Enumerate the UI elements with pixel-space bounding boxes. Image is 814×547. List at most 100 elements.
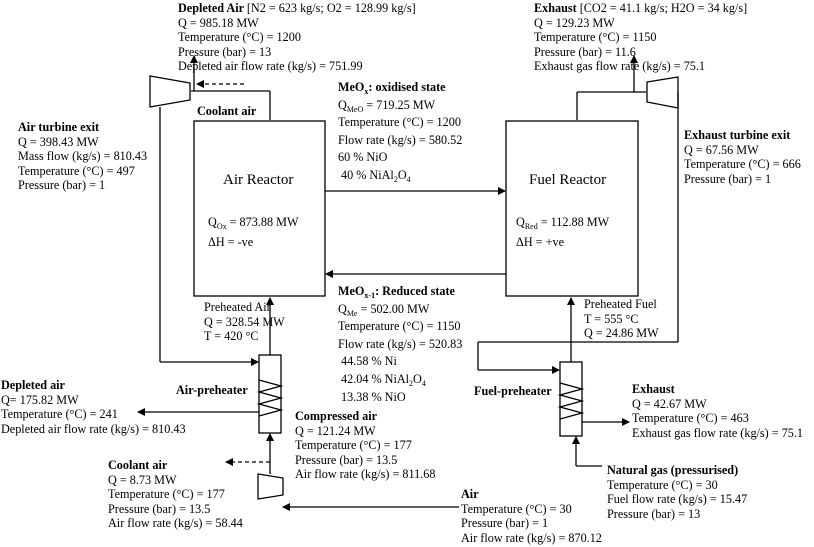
exhaust-top-heading: Exhaust bbox=[534, 1, 577, 15]
compressed-air-pressure: Pressure (bar) = 13.5 bbox=[295, 452, 398, 467]
reduced-heading-post: : Reduced state bbox=[375, 284, 455, 298]
reduced-flow: Flow rate (kg/s) = 520.83 bbox=[338, 336, 463, 351]
exhaust-bottom-heading: Exhaust bbox=[632, 382, 675, 396]
natural-gas-flow: Fuel flow rate (kg/s) = 15.47 bbox=[607, 492, 748, 507]
depleted-air-top-flow: Depleted air flow rate (kg/s) = 751.99 bbox=[178, 59, 363, 74]
reduced-heading-pre: MeO bbox=[338, 284, 365, 298]
depleted-air-bottom-flow: Depleted air flow rate (kg/s) = 810.43 bbox=[1, 421, 186, 436]
fuel-reactor-box bbox=[505, 120, 639, 297]
reduced-nial-mid: O bbox=[413, 371, 422, 386]
preheated-air-t: T = 420 °C bbox=[204, 329, 259, 344]
depleted-air-bottom-q: Q= 175.82 MW bbox=[1, 392, 79, 407]
oxidised-q-pre: Q bbox=[338, 97, 347, 112]
exhaust-turbine-exit-heading: Exhaust turbine exit bbox=[684, 128, 791, 142]
depleted-air-top-block: Depleted Air [N2 = 623 kg/s; O2 = 128.99… bbox=[178, 1, 416, 74]
exhaust-top-pressure: Pressure (bar) = 11.6 bbox=[534, 44, 636, 59]
oxidised-nial-sub1: 2 bbox=[393, 174, 398, 184]
oxidised-q-post: = 719.25 MW bbox=[363, 97, 436, 112]
reduced-nial-sub2: 4 bbox=[421, 378, 426, 388]
fuel-reactor-dh: ΔH = +ve bbox=[516, 235, 564, 249]
fuel-reactor-q-sub: Red bbox=[524, 222, 538, 231]
preheated-fuel-block: Preheated Fuel T = 555 °C Q = 24.86 MW bbox=[584, 297, 659, 341]
exhaust-bottom-flow: Exhaust gas flow rate (kg/s) = 75.1 bbox=[632, 425, 804, 440]
air-turbine-exit-temperature: Temperature (°C) = 497 bbox=[18, 163, 135, 178]
preheated-air-title: Preheated Air bbox=[204, 300, 271, 314]
reduced-q-sub: Me bbox=[346, 308, 358, 318]
oxidised-q-sub: MeO bbox=[346, 104, 364, 114]
coolant-air-bottom-q: Q = 8.73 MW bbox=[108, 472, 177, 487]
air-inlet-pressure: Pressure (bar) = 1 bbox=[461, 516, 549, 531]
oxidised-temperature: Temperature (°C) = 1200 bbox=[338, 115, 461, 130]
reduced-nio: 13.38 % NiO bbox=[341, 389, 406, 404]
air-turbine-exit-pressure: Pressure (bar) = 1 bbox=[18, 178, 106, 193]
preheated-fuel-q: Q = 24.86 MW bbox=[584, 326, 659, 341]
air-inlet-temperature: Temperature (°C) = 30 bbox=[461, 501, 572, 516]
air-reactor-q-post: = 873.88 MW bbox=[226, 215, 299, 229]
air-inlet-flow: Air flow rate (kg/s) = 870.12 bbox=[461, 530, 602, 545]
fuel-reactor-q-pre: Q bbox=[516, 215, 525, 229]
exhaust-top-block: Exhaust [CO2 = 41.1 kg/s; H2O = 34 kg/s]… bbox=[534, 1, 747, 74]
exhaust-turbine-exit-block: Exhaust turbine exit Q = 67.56 MW Temper… bbox=[684, 128, 801, 186]
oxidised-nial-pre: 40 % NiAl bbox=[341, 167, 394, 182]
preheated-fuel-title: Preheated Fuel bbox=[584, 297, 657, 311]
air-compressor bbox=[257, 473, 284, 500]
reduced-q-post: = 502.00 MW bbox=[357, 301, 430, 316]
air-turbine bbox=[149, 75, 191, 108]
exhaust-top-composition: [CO2 = 41.1 kg/s; H2O = 34 kg/s] bbox=[579, 1, 748, 15]
preheated-fuel-t: T = 555 °C bbox=[584, 311, 639, 326]
air-turbine-exit-mass-flow: Mass flow (kg/s) = 810.43 bbox=[18, 149, 148, 164]
coolant-air-bottom-pressure: Pressure (bar) = 13.5 bbox=[108, 501, 211, 516]
compressed-air-temperature: Temperature (°C) = 177 bbox=[295, 438, 412, 453]
depleted-air-bottom-temperature: Temperature (°C) = 241 bbox=[1, 407, 118, 422]
exhaust-bottom-q: Q = 42.67 MW bbox=[632, 396, 707, 411]
exhaust-bottom-block: Exhaust Q = 42.67 MW Temperature (°C) = … bbox=[632, 382, 803, 440]
compressed-air-flow: Air flow rate (kg/s) = 811.68 bbox=[295, 467, 436, 482]
exhaust-top-flow: Exhaust gas flow rate (kg/s) = 75.1 bbox=[534, 59, 706, 74]
oxidised-nial-sub2: 4 bbox=[406, 174, 411, 184]
depleted-air-top-q: Q = 985.18 MW bbox=[178, 15, 259, 30]
air-reactor-dh: ΔH = -ve bbox=[208, 235, 254, 249]
oxidised-heading-post: : oxidised state bbox=[368, 80, 446, 94]
air-reactor-q-pre: Q bbox=[208, 215, 217, 229]
coolant-air-bottom-flow: Air flow rate (kg/s) = 58.44 bbox=[108, 516, 243, 531]
air-preheater bbox=[258, 354, 282, 434]
reduced-ni: 44.58 % Ni bbox=[341, 354, 397, 369]
air-inlet-heading: Air bbox=[461, 487, 479, 501]
fuel-reactor-title: Fuel Reactor bbox=[529, 172, 607, 188]
depleted-air-bottom-block: Depleted air Q= 175.82 MW Temperature (°… bbox=[1, 378, 186, 436]
oxidised-state-block: MeOx: oxidised state QMeO = 719.25 MW Te… bbox=[338, 80, 462, 183]
coolant-air-bottom-temperature: Temperature (°C) = 177 bbox=[108, 487, 225, 502]
exhaust-turbine-exit-temperature: Temperature (°C) = 666 bbox=[684, 157, 801, 172]
exhaust-turbine-exit-q: Q = 67.56 MW bbox=[684, 142, 759, 157]
reduced-nial-sub1: 2 bbox=[409, 378, 414, 388]
air-turbine-exit-block: Air turbine exit Q = 398.43 MW Mass flow… bbox=[18, 120, 147, 193]
oxidised-heading-pre: MeO bbox=[338, 80, 365, 94]
fuel-reactor-q-post: = 112.88 MW bbox=[537, 215, 610, 229]
fuel-preheater bbox=[559, 361, 583, 437]
exhaust-turbine bbox=[646, 76, 679, 109]
natural-gas-heading: Natural gas (pressurised) bbox=[607, 463, 739, 477]
oxidised-nio: 60 % NiO bbox=[338, 150, 388, 165]
depleted-air-top-pressure: Pressure (bar) = 13 bbox=[178, 44, 272, 59]
compressed-air-q: Q = 121.24 MW bbox=[295, 423, 376, 438]
depleted-air-top-temperature: Temperature (°C) = 1200 bbox=[178, 30, 301, 45]
oxidised-flow: Flow rate (kg/s) = 580.52 bbox=[338, 132, 463, 147]
reduced-heading-sub: x-1 bbox=[364, 291, 376, 300]
depleted-air-bottom-heading: Depleted air bbox=[1, 378, 65, 392]
reduced-temperature: Temperature (°C) = 1150 bbox=[338, 319, 461, 334]
coolant-air-bottom-heading: Coolant air bbox=[108, 458, 168, 472]
oxidised-nial-mid: O bbox=[397, 167, 407, 182]
depleted-air-top-heading: Depleted Air bbox=[178, 1, 244, 15]
depleted-air-top-composition: [N2 = 623 kg/s; O2 = 128.99 kg/s] bbox=[246, 1, 416, 15]
reduced-nial-pre: 42.04 % NiAl bbox=[341, 371, 410, 386]
exhaust-top-temperature: Temperature (°C) = 1150 bbox=[534, 30, 657, 45]
natural-gas-temperature: Temperature (°C) = 30 bbox=[607, 477, 718, 492]
air-turbine-exit-q: Q = 398.43 MW bbox=[18, 134, 99, 149]
air-reactor-box bbox=[193, 120, 326, 297]
coolant-air-top-label: Coolant air bbox=[197, 104, 257, 118]
natural-gas-block: Natural gas (pressurised) Temperature (°… bbox=[607, 463, 747, 521]
air-reactor-q-sub: Ox bbox=[216, 222, 227, 231]
air-turbine-exit-heading: Air turbine exit bbox=[18, 120, 100, 134]
